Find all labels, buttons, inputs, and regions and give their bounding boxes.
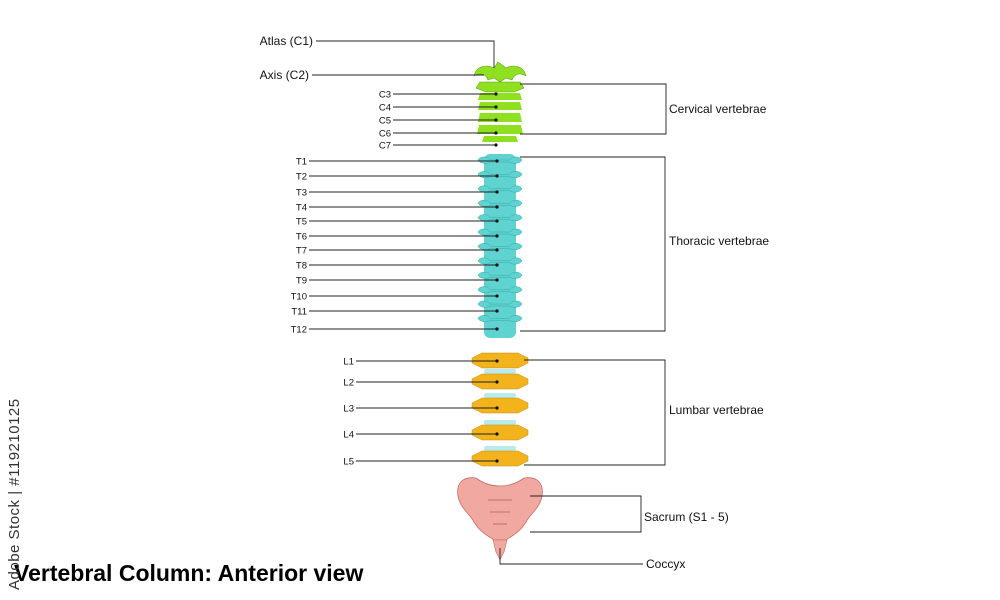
label-l5: L5 [343, 457, 354, 468]
leader-lines [312, 40, 667, 565]
marker-t11 [495, 309, 499, 313]
vertebra-c5 [478, 113, 522, 122]
label-t3: T3 [296, 188, 307, 199]
sacrum-bone [457, 477, 543, 541]
label-t9: T9 [296, 276, 307, 287]
marker-l2 [495, 380, 499, 384]
vertebra-c4 [478, 102, 522, 110]
leader-coccyx [499, 548, 643, 565]
spine-illustration [457, 61, 543, 561]
label-t7: T7 [296, 246, 307, 257]
sacrum-detail [488, 499, 512, 525]
leader-atlas [316, 40, 495, 68]
marker-c5 [494, 118, 498, 122]
label-t1: T1 [296, 157, 307, 168]
lumbar-vertebra-bone [471, 450, 529, 467]
label-l4: L4 [343, 430, 354, 441]
marker-t12 [495, 327, 499, 331]
marker-l5 [495, 459, 499, 463]
lumbar-vertebra-bone [471, 373, 529, 390]
thoracic-process [477, 271, 523, 279]
label-atlas: Atlas (C1) [260, 34, 313, 48]
label-cervical-vertebrae: Cervical vertebrae [669, 102, 767, 116]
label-t8: T8 [296, 261, 307, 272]
thoracic-processes [477, 156, 523, 322]
lumbar-vertebra-bone [471, 352, 529, 369]
bracket-cervical [520, 83, 667, 135]
marker-t1 [495, 159, 499, 163]
label-t2: T2 [296, 172, 307, 183]
marker-t8 [495, 263, 499, 267]
thoracic-process [477, 300, 523, 308]
marker-c7 [494, 143, 498, 147]
lumbar-vertebra-bone [471, 424, 529, 441]
label-c4: C4 [379, 103, 391, 114]
vertebra-c7 [482, 136, 518, 142]
thoracic-process [477, 199, 523, 207]
intervertebral-disc [484, 420, 516, 425]
label-t11: T11 [291, 307, 307, 318]
atlas-vertebra [473, 61, 527, 83]
page-title: Vertebral Column: Anterior view [14, 560, 364, 586]
stock-watermark: Adobe Stock | #119210125 [6, 398, 23, 590]
label-c5: C5 [379, 116, 391, 127]
label-c3: C3 [379, 90, 391, 101]
label-t4: T4 [296, 203, 307, 214]
label-lumbar-vertebrae: Lumbar vertebrae [669, 403, 764, 417]
vertebra-c6 [477, 125, 523, 134]
lumbar-vertebra-bone [471, 397, 529, 414]
label-t6: T6 [296, 232, 307, 243]
thoracic-process [477, 257, 523, 265]
bracket-lumbar [524, 359, 666, 466]
marker-t9 [495, 278, 499, 282]
vertebra-c3 [478, 93, 522, 100]
intervertebral-disc [484, 369, 516, 374]
marker-t7 [495, 248, 499, 252]
thoracic-process [477, 315, 523, 322]
marker-l4 [495, 432, 499, 436]
label-c7: C7 [379, 141, 391, 152]
label-sacrum: Sacrum (S1 - 5) [644, 510, 729, 524]
label-t10: T10 [291, 292, 307, 303]
lumbar-vertebrae-bones [471, 352, 529, 467]
marker-t4 [495, 205, 499, 209]
thoracic-process [477, 156, 523, 164]
thoracic-process [477, 243, 523, 250]
axis-vertebra [475, 81, 525, 93]
marker-l3 [495, 406, 499, 410]
intervertebral-disc [484, 393, 516, 398]
thoracic-vertebrae-bones [477, 154, 523, 338]
thoracic-process [477, 286, 523, 294]
marker-t6 [495, 234, 499, 238]
label-axis: Axis (C2) [260, 68, 309, 82]
marker-l1 [495, 359, 499, 363]
marker-t5 [495, 219, 499, 223]
label-coccyx: Coccyx [646, 557, 685, 571]
thoracic-body [484, 154, 516, 338]
bracket-thoracic [520, 156, 666, 332]
cervical-vertebrae-bones [477, 93, 523, 142]
vertebra-labels: C3C4C5C6C7T1T2T3T4T5T6T7T8T9T10T11T12L1L… [291, 90, 499, 468]
thoracic-process [477, 228, 523, 236]
label-l1: L1 [343, 357, 354, 368]
label-l3: L3 [343, 404, 354, 415]
label-thoracic-vertebrae: Thoracic vertebrae [669, 234, 769, 248]
marker-t3 [495, 190, 499, 194]
marker-c3 [494, 92, 498, 96]
label-l2: L2 [343, 378, 354, 389]
intervertebral-disc [484, 446, 516, 451]
bracket-sacrum [530, 495, 642, 533]
marker-c4 [494, 105, 498, 109]
marker-c6 [494, 131, 498, 135]
marker-t10 [495, 294, 499, 298]
label-t5: T5 [296, 217, 307, 228]
marker-t2 [495, 174, 499, 178]
label-t12: T12 [291, 325, 307, 336]
label-c6: C6 [379, 129, 391, 140]
